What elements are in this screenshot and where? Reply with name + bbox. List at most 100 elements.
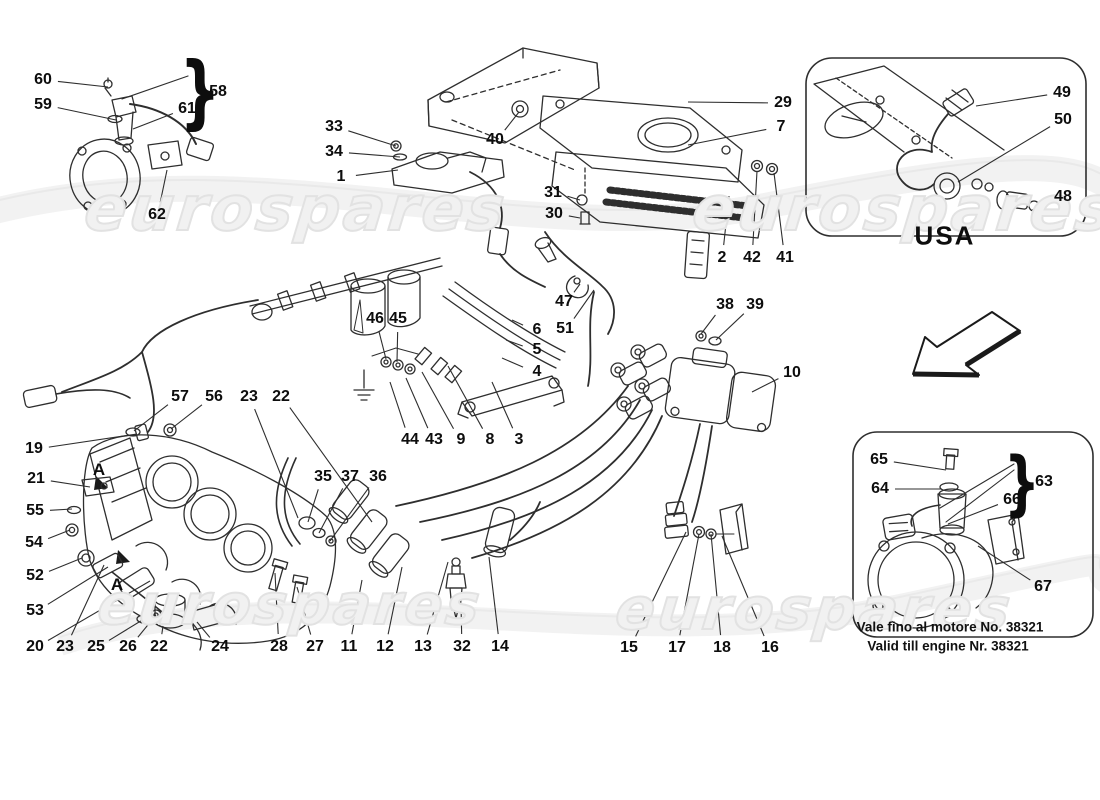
leader-line-12 — [387, 566, 403, 635]
callout-19: 19 — [25, 440, 43, 457]
leader-line-53 — [47, 566, 109, 605]
leader-line-56 — [170, 404, 203, 430]
leader-line-61 — [132, 113, 174, 130]
callout-52: 52 — [26, 567, 44, 584]
leader-line-23 — [70, 564, 105, 636]
callout-51: 51 — [556, 320, 574, 337]
leader-line-39 — [715, 313, 745, 341]
callout-62: 62 — [148, 206, 166, 223]
leader-line-46 — [378, 331, 387, 360]
callout-45: 45 — [389, 310, 407, 327]
callout-34: 34 — [325, 143, 343, 160]
ground-fastener-cluster-art — [353, 346, 463, 401]
engine-limit-inset-box — [852, 431, 1094, 638]
engine-note-line2: Valid till engine Nr. 38321 — [867, 638, 1029, 654]
leader-line-43 — [405, 377, 429, 429]
wiring-bundle-art — [442, 281, 566, 369]
leader-line-15 — [635, 531, 687, 637]
callout-49: 49 — [1053, 84, 1071, 101]
callout-22: 22 — [272, 388, 290, 405]
usa-inset-box — [805, 57, 1087, 237]
ignition-coil-pack-art — [610, 330, 777, 433]
leader-line-41 — [773, 172, 784, 246]
leader-line-45 — [396, 331, 399, 363]
callout-11: 11 — [340, 638, 358, 655]
callout-38: 38 — [716, 296, 734, 313]
callout-1: 1 — [336, 168, 346, 185]
leader-line-40 — [504, 111, 520, 131]
leader-line-28 — [274, 572, 279, 635]
callout-31: 31 — [544, 184, 562, 201]
leader-line-67 — [977, 545, 1031, 581]
callout-28: 28 — [270, 638, 288, 655]
group-brace-1: } — [179, 45, 221, 138]
callout-40: 40 — [486, 131, 504, 148]
callout-39: 39 — [746, 296, 764, 313]
usa-sensor-kit-art — [813, 65, 1040, 212]
direction-arrow — [912, 311, 1022, 378]
leader-line-21 — [50, 480, 91, 488]
callout-33: 33 — [325, 118, 343, 135]
leader-line-14 — [488, 556, 499, 635]
callout-9: 9 — [456, 431, 466, 448]
callout-6: 6 — [532, 321, 542, 338]
leader-line-9 — [421, 371, 455, 429]
callout-21: 21 — [27, 470, 45, 487]
leader-line-33 — [348, 130, 397, 147]
callout-64: 64 — [871, 480, 889, 497]
callout-35: 35 — [314, 468, 332, 485]
leader-line-27 — [296, 586, 312, 635]
callout-29: 29 — [774, 94, 792, 111]
callout-12: 12 — [376, 638, 394, 655]
leader-line-4 — [501, 357, 524, 368]
leader-line-49 — [975, 94, 1048, 107]
leader-line-59 — [57, 107, 117, 121]
leader-line-60 — [57, 80, 109, 88]
callout-54: 54 — [25, 534, 43, 551]
callout-65: 65 — [870, 451, 888, 468]
leader-line-26 — [137, 614, 157, 638]
leader-line-57 — [133, 404, 169, 432]
spark-plug-wires-art — [395, 385, 713, 559]
leader-line-1 — [355, 169, 399, 176]
leader-line-55 — [49, 508, 73, 511]
callout-44: 44 — [401, 431, 419, 448]
leader-line-7 — [687, 128, 767, 146]
ecu-art — [539, 95, 779, 280]
callout-43: 43 — [425, 431, 443, 448]
callout-15: 15 — [620, 639, 638, 656]
leader-line-8 — [447, 365, 484, 429]
leader-line-54 — [47, 529, 71, 540]
callout-30: 30 — [545, 205, 563, 222]
leader-lines — [47, 80, 1051, 642]
leader-line-24 — [196, 621, 211, 638]
callout-13: 13 — [414, 638, 432, 655]
callout-60: 60 — [34, 71, 52, 88]
callout-61: 61 — [178, 100, 196, 117]
leader-line-36 — [329, 487, 370, 542]
coolant-union-art — [136, 457, 337, 651]
callout-8: 8 — [485, 431, 495, 448]
harness-clamp-art — [534, 231, 615, 387]
leader-line-65 — [893, 461, 947, 471]
callout-2: 2 — [717, 249, 727, 266]
callout-27: 27 — [306, 638, 324, 655]
callout-7: 7 — [776, 118, 786, 135]
mounting-bracket-art — [457, 375, 565, 419]
leader-line-32 — [460, 603, 463, 635]
leader-line-35 — [307, 489, 319, 523]
callout-57: 57 — [171, 388, 189, 405]
leader-line-48 — [1031, 201, 1050, 211]
callout-42: 42 — [743, 249, 761, 266]
support-bracket-art — [664, 500, 749, 555]
callout-48: 48 — [1054, 188, 1072, 205]
leader-line-23 — [254, 408, 299, 519]
leader-line-22 — [161, 625, 164, 635]
section-marker-A-2: A — [110, 575, 124, 594]
leader-line-47 — [573, 283, 581, 293]
leader-line-5 — [505, 339, 523, 347]
leader-line-37 — [318, 488, 344, 534]
callout-22: 22 — [150, 638, 168, 655]
